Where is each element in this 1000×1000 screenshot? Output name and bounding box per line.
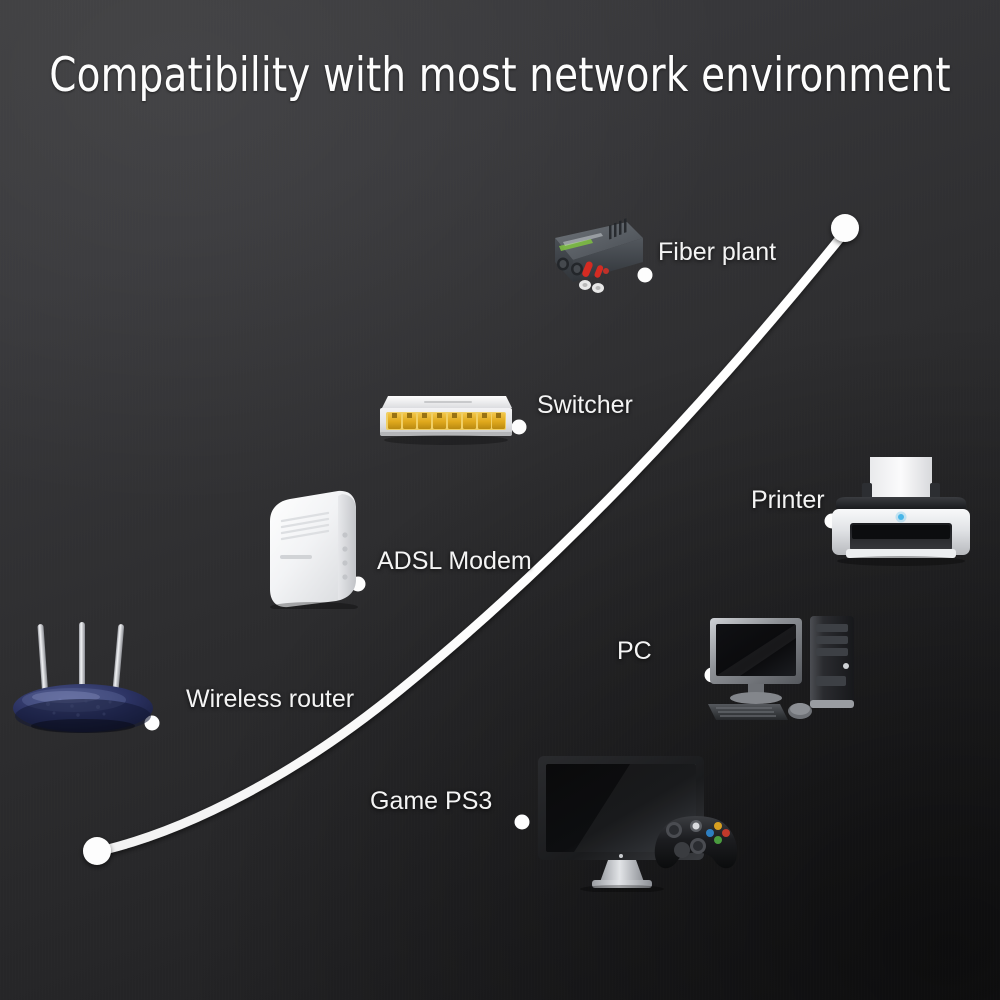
page-title: Compatibility with most network environm… [49,48,951,103]
main-connector-curve [95,227,850,856]
ethernet-switch-icon [380,396,512,445]
leader-dot-fiber-plant [637,267,653,283]
desktop-pc-icon [708,616,854,720]
label-printer: Printer [751,486,825,514]
wireless-router-icon [13,622,153,733]
fiber-media-converter-icon [555,218,643,293]
label-game-ps3: Game PS3 [370,787,493,815]
label-wireless-router: Wireless router [186,685,355,713]
leader-dot-switcher [511,419,527,435]
label-pc: PC [617,637,652,665]
label-adsl-modem: ADSL Modem [377,547,532,575]
adsl-modem-icon [270,490,358,609]
curve-top-endpoint [831,214,859,242]
label-fiber-plant: Fiber plant [658,238,777,266]
leader-dot-game-ps3 [514,814,530,830]
curve-bottom-endpoint [83,837,111,865]
printer-icon [832,457,970,566]
label-leader-lines [152,273,832,824]
game-console-monitor-icon [538,756,738,892]
label-switcher: Switcher [537,391,633,419]
